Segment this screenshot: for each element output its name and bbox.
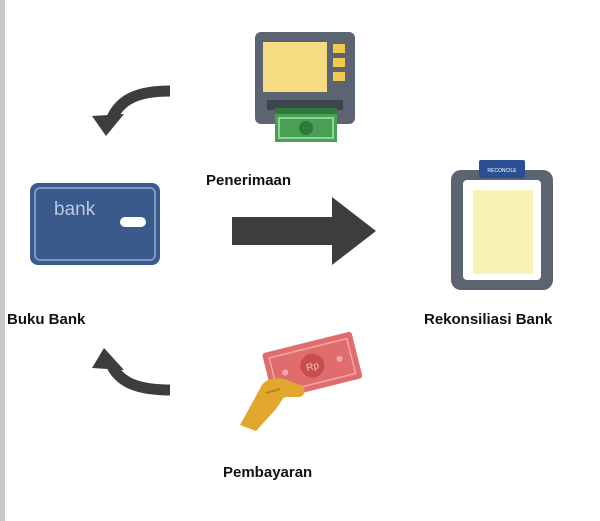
card-text: bank (54, 199, 96, 220)
clipboard-tag-text: RECONCILE (487, 168, 517, 174)
left-border (0, 0, 5, 521)
buku-bank-label: Buku Bank (7, 311, 86, 328)
hand-money-icon: Rp (236, 327, 368, 433)
bill-currency-text: Rp (305, 360, 320, 374)
penerimaan-label: Penerimaan (206, 172, 292, 189)
right-arrow-icon (232, 195, 378, 267)
curved-arrow-bottom-icon (82, 346, 174, 404)
atm-cash-icon (253, 30, 357, 148)
curved-arrow-top-icon (82, 78, 174, 138)
rekonsiliasi-bank-label: Rekonsiliasi Bank (424, 311, 553, 328)
clipboard-icon: RECONCILE (449, 156, 555, 292)
bank-card-icon: bank (30, 183, 160, 265)
pembayaran-label: Pembayaran (223, 464, 313, 481)
